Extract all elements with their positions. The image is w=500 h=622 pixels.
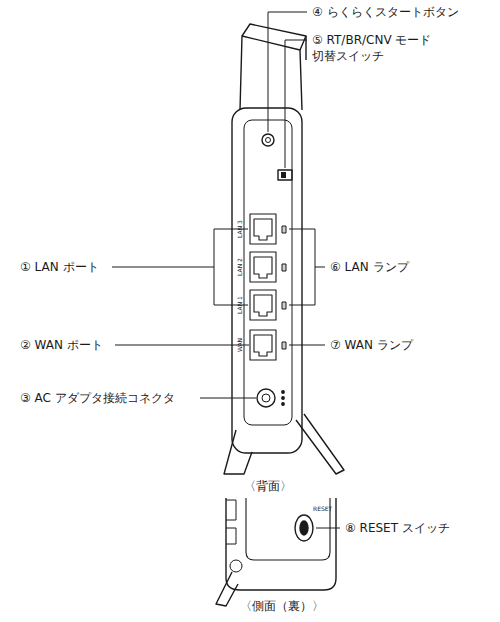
stand-leg <box>296 414 344 474</box>
view-caption: 〈背面〉 <box>244 478 292 494</box>
start-button <box>266 138 271 143</box>
ports <box>250 214 276 360</box>
switch-marking: RESET <box>313 506 332 512</box>
lamps <box>282 226 286 349</box>
callout-label: ④ らくらくスタートボタン <box>312 4 459 20</box>
polarity-mark <box>282 403 284 405</box>
lan-lamp <box>282 264 286 271</box>
side-leg <box>216 572 238 606</box>
start-button <box>262 134 274 146</box>
top-cover <box>240 36 302 110</box>
callout-label: ① LAN ポート <box>20 259 99 275</box>
ac-connector <box>257 389 275 407</box>
router-body <box>232 108 302 453</box>
reset-switch <box>300 521 308 535</box>
side-connector <box>230 560 242 572</box>
callout-label: ③ AC アダプタ接続コネクタ <box>20 390 175 406</box>
callout-label: ② WAN ポート <box>20 337 103 353</box>
wan-port <box>254 335 272 356</box>
callout-label: ⑦ WAN ランプ <box>330 337 413 353</box>
polarity-mark <box>282 391 284 393</box>
view-caption: 〈側面（裏）〉 <box>240 598 324 614</box>
wan-port <box>250 330 276 360</box>
leader-line <box>200 398 256 399</box>
callout-label: ⑥ LAN ランプ <box>330 259 409 275</box>
callout-label: ⑤ RT/BR/CNV モード 切替スイッチ <box>312 32 444 64</box>
side-view <box>216 498 336 606</box>
lan-port <box>254 219 272 240</box>
leader-line <box>289 345 325 346</box>
leader-line <box>115 345 249 346</box>
port-marking: LAN 2 <box>237 258 243 276</box>
leader-line <box>268 12 307 132</box>
port-marking: LAN 3 <box>237 220 243 238</box>
leaders <box>112 12 340 528</box>
lan-lamp <box>282 302 286 309</box>
callout-label: ⑧ RESET スイッチ <box>345 520 450 536</box>
lan-port <box>250 252 276 282</box>
mode-switch <box>278 170 292 180</box>
polarity-mark <box>282 397 284 399</box>
wan-lamp <box>282 342 286 349</box>
side-ports <box>226 500 236 544</box>
port-marking: WAN <box>237 338 243 352</box>
lan-lamp <box>282 226 286 233</box>
top-cover-edge <box>242 24 306 50</box>
lan-port <box>254 257 272 278</box>
stand-foot <box>224 430 252 474</box>
side-body <box>226 498 336 590</box>
leader-line <box>285 40 307 168</box>
lan-port <box>254 295 272 316</box>
mode-switch-knob <box>281 172 286 178</box>
ac-connector <box>262 394 270 402</box>
lan-port <box>250 214 276 244</box>
lan-port <box>250 290 276 320</box>
leader-bracket <box>289 229 325 305</box>
port-marking: LAN 1 <box>237 296 243 314</box>
reset-recess <box>295 515 313 541</box>
leader-bracket <box>112 229 248 305</box>
